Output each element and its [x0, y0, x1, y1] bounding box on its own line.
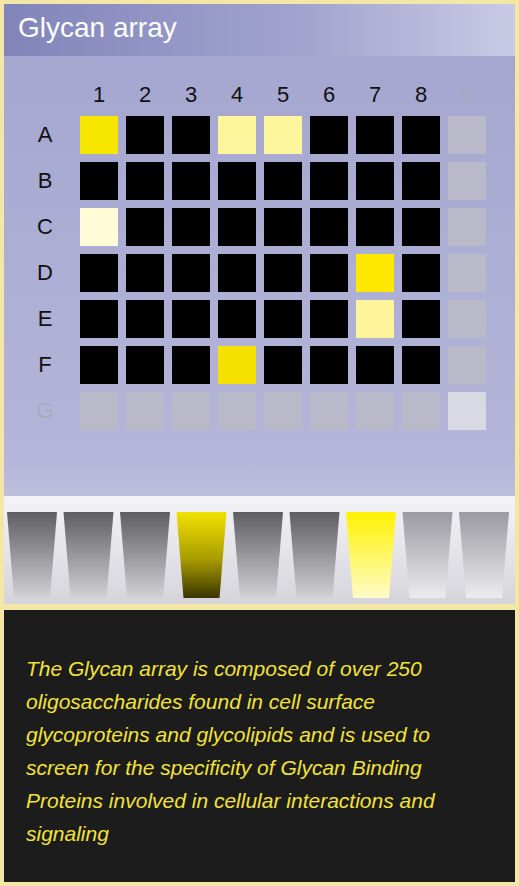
- array-spot: [172, 346, 210, 384]
- row-letter: E: [38, 306, 53, 332]
- array-spot: [80, 254, 118, 292]
- column-number: 7: [369, 82, 381, 108]
- sample-well: [64, 512, 114, 598]
- array-spot: [310, 392, 348, 430]
- array-spot: [356, 254, 394, 292]
- array-spot: [126, 116, 164, 154]
- column-number: 1: [93, 82, 105, 108]
- array-spot: [264, 208, 302, 246]
- array-spot: [80, 116, 118, 154]
- array-spot: [310, 346, 348, 384]
- array-spot: [172, 208, 210, 246]
- array-spot: [448, 346, 486, 384]
- array-spot: [80, 162, 118, 200]
- sample-well: [403, 512, 453, 598]
- array-spot: [448, 254, 486, 292]
- array-spot: [80, 392, 118, 430]
- array-spot: [264, 254, 302, 292]
- array-spot: [264, 346, 302, 384]
- array-spot: [172, 392, 210, 430]
- array-spot: [264, 116, 302, 154]
- array-spot: [448, 116, 486, 154]
- array-spot: [402, 300, 440, 338]
- array-spot: [218, 346, 256, 384]
- array-spot: [356, 300, 394, 338]
- array-spot: [264, 300, 302, 338]
- array-spot: [80, 346, 118, 384]
- array-spot: [218, 208, 256, 246]
- array-spot: [218, 254, 256, 292]
- array-spot: [172, 116, 210, 154]
- array-spot: [356, 116, 394, 154]
- column-number: 5: [277, 82, 289, 108]
- array-spot: [310, 116, 348, 154]
- array-spot: [402, 346, 440, 384]
- array-spot: [172, 254, 210, 292]
- row-letter: C: [37, 214, 53, 240]
- column-number: 3: [185, 82, 197, 108]
- row-letter: B: [38, 168, 53, 194]
- array-spot: [356, 162, 394, 200]
- array-spot: [218, 116, 256, 154]
- sample-well: [233, 512, 283, 598]
- array-spot: [264, 392, 302, 430]
- array-spot: [448, 392, 486, 430]
- array-spot: [218, 392, 256, 430]
- row-letter: G: [36, 398, 53, 424]
- sample-well: [120, 512, 170, 598]
- sample-well: [177, 512, 227, 598]
- caption-text: The Glycan array is composed of over 250…: [26, 652, 488, 850]
- array-spot: [126, 254, 164, 292]
- array-spot: [356, 208, 394, 246]
- array-spot: [126, 162, 164, 200]
- sample-well: [346, 512, 396, 598]
- array-spot: [126, 346, 164, 384]
- column-number: 9: [461, 82, 473, 108]
- array-spot: [172, 300, 210, 338]
- array-spot: [310, 162, 348, 200]
- array-spot: [402, 392, 440, 430]
- column-number: 2: [139, 82, 151, 108]
- sample-well: [290, 512, 340, 598]
- array-spot: [126, 208, 164, 246]
- sample-well: [7, 512, 57, 598]
- array-spot: [310, 300, 348, 338]
- sample-well: [459, 512, 509, 598]
- array-spot: [264, 162, 302, 200]
- array-spot: [126, 392, 164, 430]
- column-number: 6: [323, 82, 335, 108]
- array-spot: [402, 208, 440, 246]
- array-spot: [448, 208, 486, 246]
- column-number: 4: [231, 82, 243, 108]
- row-letter: F: [38, 352, 51, 378]
- row-letter: D: [37, 260, 53, 286]
- array-spot: [356, 392, 394, 430]
- array-spot: [218, 300, 256, 338]
- array-spot: [172, 162, 210, 200]
- array-spot: [448, 162, 486, 200]
- array-spot: [402, 162, 440, 200]
- array-spot: [126, 300, 164, 338]
- array-spot: [218, 162, 256, 200]
- array-spot: [356, 346, 394, 384]
- array-spot: [448, 300, 486, 338]
- row-letter: A: [38, 122, 53, 148]
- array-spot: [80, 208, 118, 246]
- array-spot: [310, 208, 348, 246]
- array-spot: [402, 116, 440, 154]
- array-spot: [310, 254, 348, 292]
- array-spot: [402, 254, 440, 292]
- column-number: 8: [415, 82, 427, 108]
- panel-title: Glycan array: [18, 12, 177, 44]
- array-spot: [80, 300, 118, 338]
